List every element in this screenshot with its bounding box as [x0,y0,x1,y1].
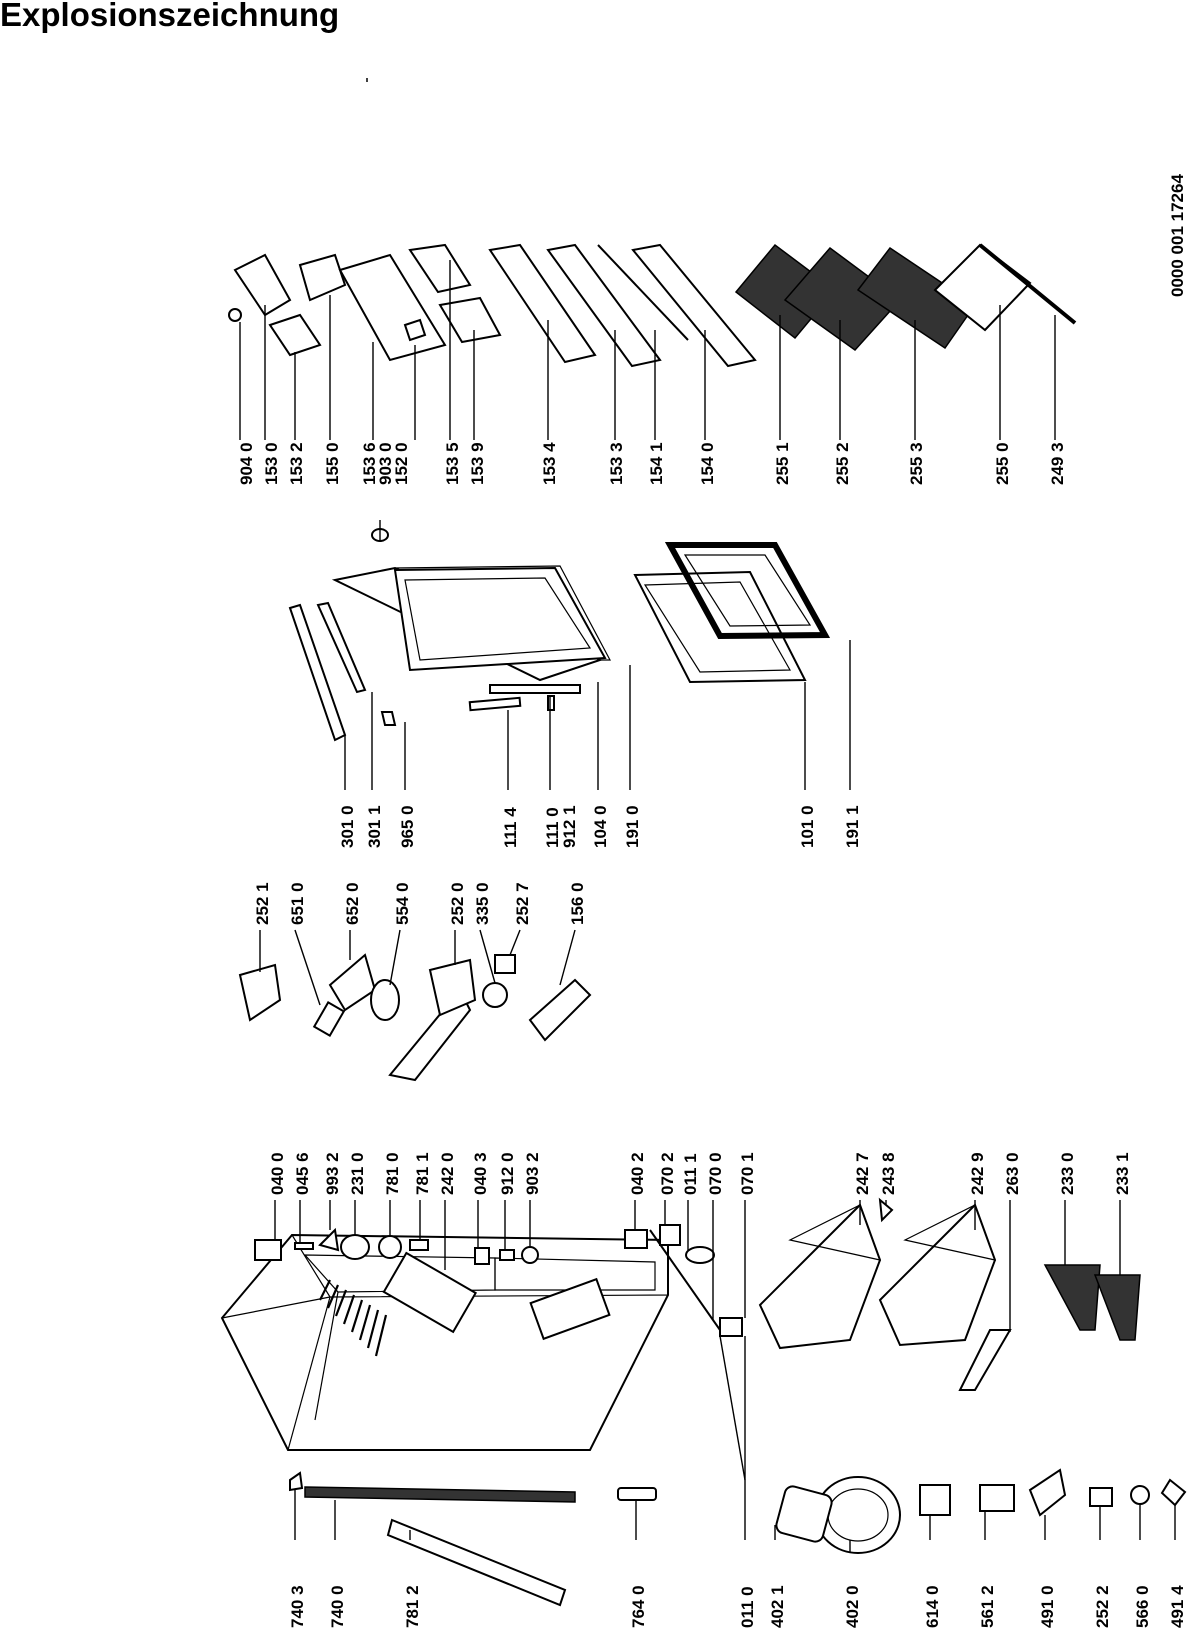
label-045-6: 045 6 [293,1152,312,1195]
label-191-0: 191 0 [623,805,642,848]
label-070-0: 070 0 [706,1152,725,1195]
label-781-1: 781 1 [413,1152,432,1195]
label-243-8: 243 8 [879,1152,898,1195]
label-070-2: 070 2 [658,1152,677,1195]
label-614-0: 614 0 [923,1585,942,1628]
label-153-6: 153 6 [360,442,379,485]
label-040-2: 040 2 [628,1152,647,1195]
door-shelves [228,243,1077,542]
label-301-0: 301 0 [338,805,357,848]
label-491-4: 491 4 [1168,1585,1187,1628]
label-154-1: 154 1 [647,442,666,485]
label-781-0: 781 0 [383,1152,402,1195]
label-965-0: 965 0 [398,805,417,848]
label-153-5: 153 5 [443,442,462,485]
label-255-0: 255 0 [993,442,1012,485]
label-111-4: 111 4 [501,807,520,848]
label-070-1: 070 1 [738,1152,757,1195]
control-assembly [238,953,592,1082]
fridge-door [633,542,831,684]
label-153-3: 153 3 [607,442,626,485]
label-252-1: 252 1 [253,882,272,925]
part-764-0 [617,1487,657,1501]
label-111-0: 111 0 [543,807,562,848]
small-parts-col4 [254,1197,894,1337]
label-011-0: 011 0 [738,1586,757,1628]
label-252-0: 252 0 [448,882,467,925]
label-740-3: 740 3 [288,1585,307,1628]
label-156-0: 156 0 [568,882,587,925]
label-155-0: 155 0 [323,442,342,485]
label-263-0: 263 0 [1003,1152,1022,1195]
label-764-0: 764 0 [629,1585,648,1628]
label-566-0: 566 0 [1133,1585,1152,1628]
label-249-3: 249 3 [1048,442,1067,485]
label-652-0: 652 0 [343,882,362,925]
label-040-3: 040 3 [471,1152,490,1195]
label-252-7: 252 7 [513,882,532,925]
label-104-0: 104 0 [591,805,610,848]
label-153-4: 153 4 [540,442,559,485]
label-402-1: 402 1 [768,1585,787,1628]
label-154-0: 154 0 [698,442,717,485]
labels-col5: 740 3 740 0 781 2 764 0 011 0 402 1 402 … [288,1585,1187,1628]
label-101-0: 101 0 [798,805,817,848]
label-231-0: 231 0 [348,1152,367,1195]
label-011-1: 011 1 [681,1153,700,1195]
label-903-0: 903 0 [376,442,395,485]
fridge-cabinet [220,1233,669,1451]
label-491-0: 491 0 [1038,1585,1057,1628]
label-152-0: 152 0 [392,442,411,485]
label-255-3: 255 3 [907,442,926,485]
label-335-0: 335 0 [473,882,492,925]
condenser-strip [304,1486,576,1607]
label-903-2: 903 2 [523,1152,542,1195]
labels-col4: 040 0 045 6 993 2 231 0 781 0 781 1 242 … [268,1152,1132,1195]
label-781-2: 781 2 [403,1585,422,1628]
label-740-0: 740 0 [328,1585,347,1628]
label-242-0: 242 0 [438,1152,457,1195]
label-301-1: 301 1 [365,805,384,848]
label-242-7: 242 7 [853,1152,872,1195]
label-233-0: 233 0 [1058,1152,1077,1195]
label-233-1: 233 1 [1113,1152,1132,1195]
labels-col3: 252 1 651 0 652 0 554 0 252 0 335 0 252 … [253,882,587,925]
label-153-0: 153 0 [262,442,281,485]
page-title: Explosionszeichnung [0,0,340,33]
label-912-1: 912 1 [560,805,579,848]
freezer-door [288,565,611,742]
small-parts-bottom [919,1468,1187,1517]
label-153-9: 153 9 [468,442,487,485]
label-912-0: 912 0 [498,1152,517,1195]
label-252-2: 252 2 [1093,1585,1112,1628]
label-191-1: 191 1 [843,805,862,848]
labels-col2: 301 0 301 1 965 0 111 4 111 0 912 1 104 … [338,805,862,848]
leader-lines [239,260,1176,1553]
label-255-2: 255 2 [833,442,852,485]
labels-col1: 904 0 153 0 153 2 155 0 153 6 903 0 152 … [237,442,1067,485]
label-255-1: 255 1 [773,442,792,485]
part-740-3 [289,1471,304,1492]
label-153-2: 153 2 [287,442,306,485]
label-040-0: 040 0 [268,1152,287,1195]
label-402-0: 402 0 [843,1585,862,1628]
compressor [775,1476,901,1554]
document-number: 0000 001 17264 [1168,174,1187,297]
label-561-2: 561 2 [978,1585,997,1628]
label-651-0: 651 0 [288,882,307,925]
label-904-0: 904 0 [237,442,256,485]
label-242-9: 242 9 [968,1152,987,1195]
crisper-drawers [758,1203,1141,1391]
label-993-2: 993 2 [323,1152,342,1195]
label-554-0: 554 0 [393,882,412,925]
